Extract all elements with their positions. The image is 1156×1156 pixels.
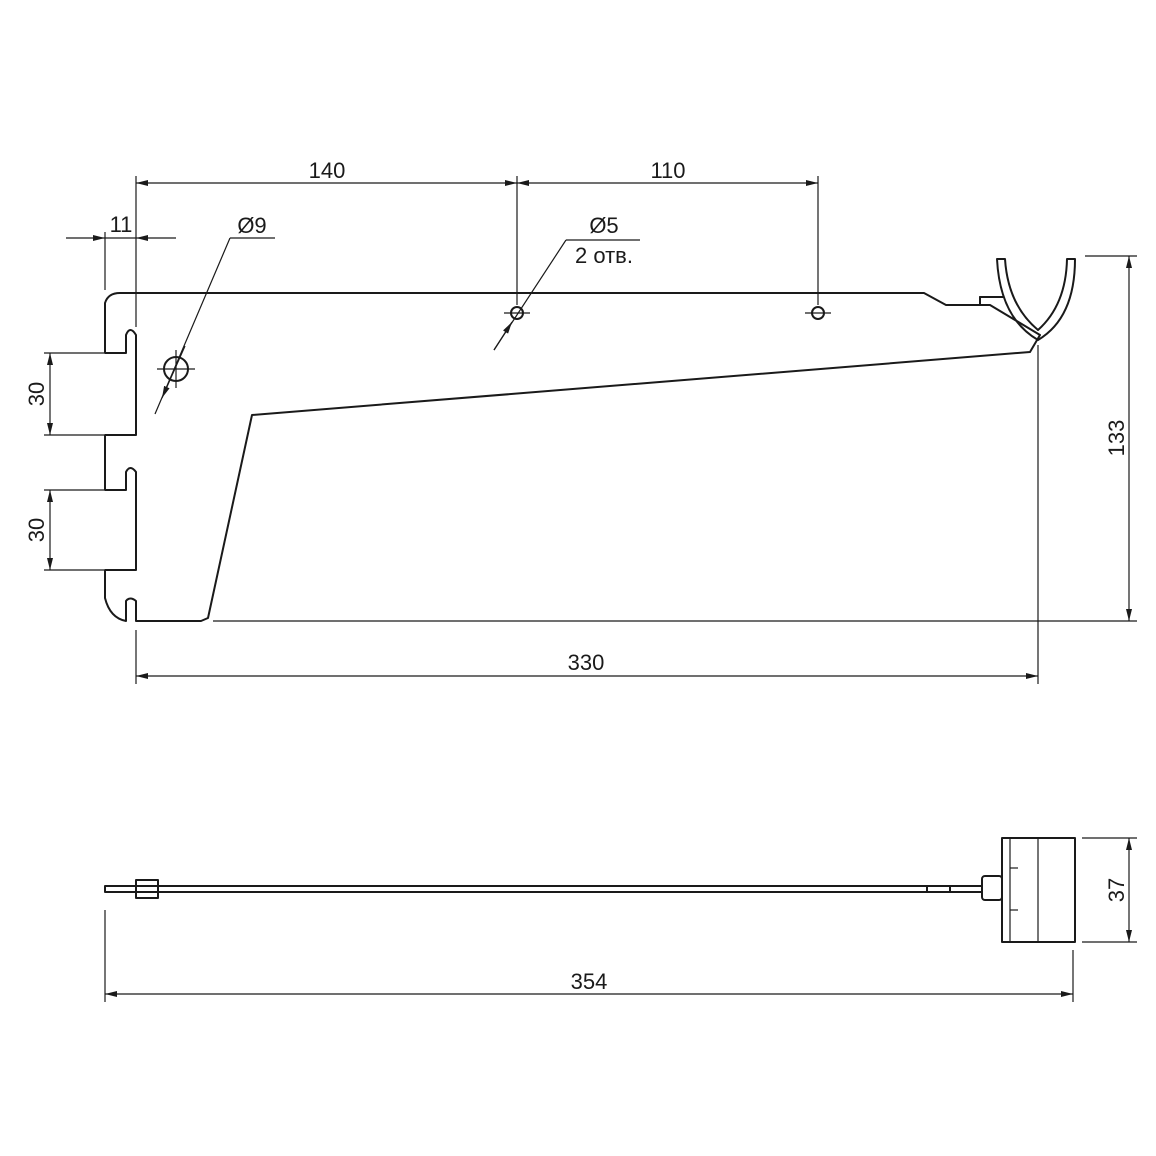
- dim-110: 110: [650, 158, 685, 183]
- dim-11: 11: [110, 212, 133, 237]
- bracket-side-view: [104, 258, 1076, 622]
- bracket-top-view: [104, 837, 1076, 943]
- extension-lines: [44, 176, 1137, 684]
- dim-37: 37: [1104, 878, 1129, 902]
- dim-330: 330: [568, 650, 605, 675]
- bracket-plate-top: [104, 885, 928, 893]
- top-view-dimensions: [104, 837, 1137, 1002]
- dim-d5: Ø5: [589, 213, 618, 238]
- bracket-neck-top: [926, 885, 983, 893]
- stem-top: [981, 875, 1003, 901]
- dim-140: 140: [309, 158, 346, 183]
- rail-holder: [996, 258, 1076, 341]
- bracket-outline: [104, 292, 1041, 622]
- dim-30-upper: 30: [24, 382, 49, 406]
- dim-hole-count: 2 отв.: [575, 243, 633, 268]
- dim-133: 133: [1104, 420, 1129, 457]
- dim-354: 354: [571, 969, 608, 994]
- dimension-lines: [47, 180, 1132, 679]
- hook-tab-top: [135, 879, 159, 899]
- dim-30-lower: 30: [24, 518, 49, 542]
- dim-d9: Ø9: [237, 213, 266, 238]
